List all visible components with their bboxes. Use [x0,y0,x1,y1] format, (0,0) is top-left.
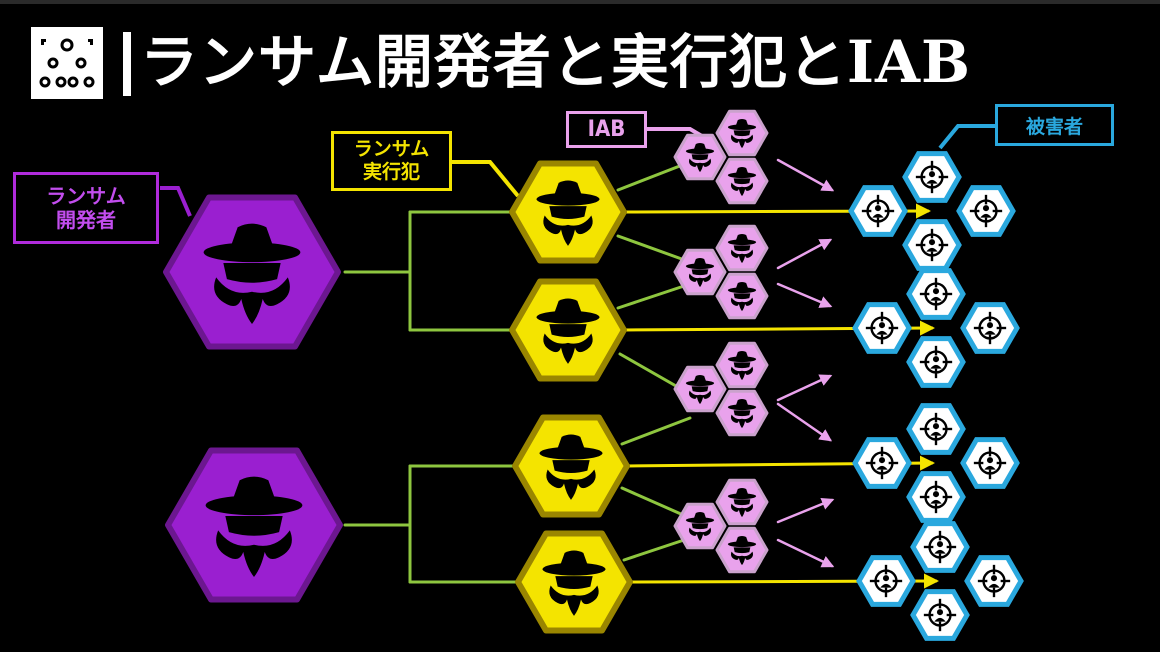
iab-access-arrow [776,497,835,524]
developer-label: ランサム 開発者 [13,172,159,244]
iab-label: IAB [566,111,647,148]
iab-access-arrow [776,402,833,442]
executor-iab-connector [620,416,692,446]
iab-actor [673,248,727,296]
executor-iab-connector [622,536,692,562]
iab-actor [715,157,769,205]
iab-access-arrow [776,374,833,402]
executor-label: ランサム 実行犯 [331,131,452,191]
executor-callout-line [452,160,520,198]
developer-actor [165,447,343,603]
executor-actor [512,414,630,518]
victim-cluster [856,521,1024,641]
title-separator [123,32,131,96]
victim-callout-line [938,124,995,150]
victim-cluster [852,268,1020,388]
executor-actor [515,530,633,634]
iab-actor [673,365,727,413]
iab-access-arrow [776,238,833,270]
victim-label: 被害者 [995,104,1114,146]
developer-actor [163,194,341,350]
victim-cluster [852,403,1020,523]
iab-actor [715,478,769,526]
executor-iab-connector [616,234,692,264]
iab-actor [715,224,769,272]
top-bar [0,0,1160,4]
iab-actor [715,109,769,157]
iab-access-arrow [776,538,835,568]
iab-actor [715,272,769,320]
executor-iab-connector [616,282,692,310]
executor-actor [509,160,627,264]
iab-access-arrow [776,158,835,192]
network-hierarchy-icon [31,27,103,99]
executor-iab-connector [616,160,692,192]
iab-actor [673,502,727,550]
executor-actor [509,278,627,382]
iab-actor [715,341,769,389]
iab-actor [673,133,727,181]
iab-access-arrow [776,282,833,308]
executor-iab-connector [620,486,692,520]
iab-actor [715,526,769,574]
iab-actor [715,389,769,437]
page-title: ランサム開発者と実行犯とIAB [140,28,971,96]
developer-callout-line [160,186,192,217]
victim-cluster [848,151,1016,271]
